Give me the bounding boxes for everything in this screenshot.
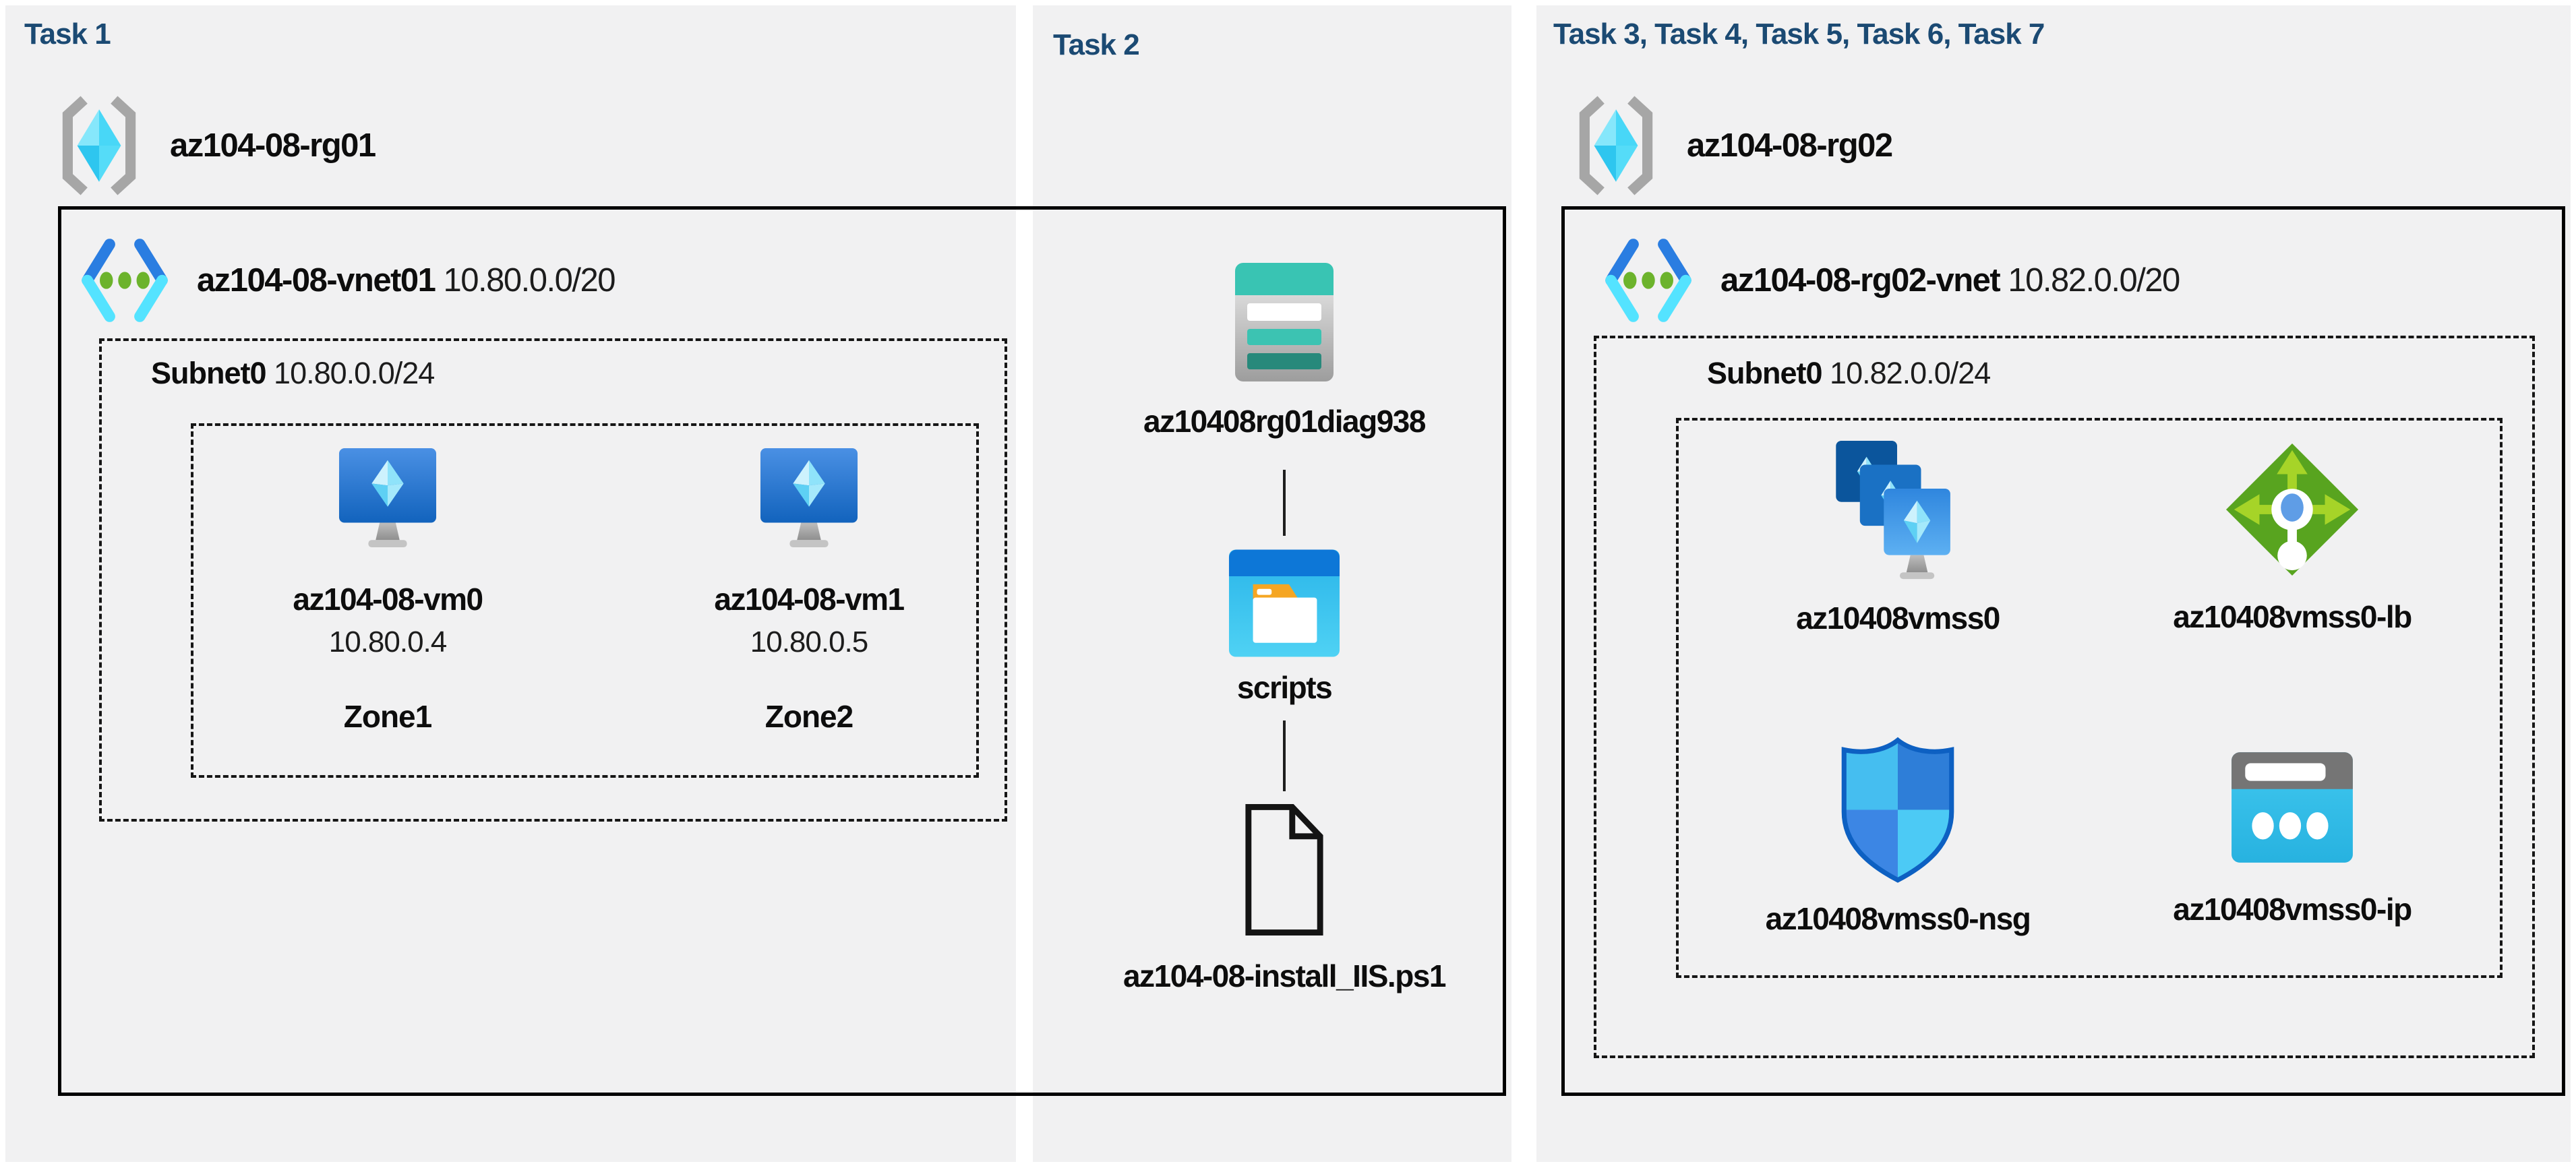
subnet-2-cidr: 10.82.0.0/24 [1830, 356, 1991, 390]
vmss-block: az10408vmss0 [1716, 439, 2080, 636]
virtual-network-icon [1605, 239, 1691, 322]
subnet-2-label: Subnet0 10.82.0.0/24 [1707, 356, 1991, 391]
subnet-1-cidr: 10.80.0.0/24 [274, 356, 435, 390]
resource-group-1: az104-08-rg01 [58, 93, 376, 198]
public-ip-block: az10408vmss0-ip [2103, 743, 2481, 927]
resource-group-icon [62, 96, 136, 195]
task1-title: Task 1 [24, 18, 111, 51]
network-security-group-icon [1841, 737, 1954, 883]
load-balancer-icon [2225, 443, 2359, 576]
container-name: scripts [1236, 670, 1333, 705]
load-balancer-block: az10408vmss0-lb [2103, 439, 2481, 635]
vnet-1-label: az104-08-vnet01 10.80.0.0/20 [197, 262, 616, 299]
panel-task1 [5, 5, 1016, 1162]
resource-group-2-label: az104-08-rg02 [1687, 127, 1893, 164]
vnet-1: az104-08-vnet01 10.80.0.0/20 [76, 235, 616, 326]
load-balancer-name: az10408vmss0-lb [2173, 599, 2412, 634]
nsg-block: az10408vmss0-nsg [1716, 736, 2080, 937]
connector-storage-scripts [1283, 470, 1286, 536]
nsg-name: az10408vmss0-nsg [1765, 901, 2031, 936]
vm0-name: az104-08-vm0 [293, 582, 483, 617]
blob-container-icon [1228, 549, 1340, 657]
vnet-2-label: az104-08-rg02-vnet 10.82.0.0/20 [1720, 262, 2180, 299]
storage-account-name: az10408rg01diag938 [1143, 404, 1426, 439]
vm0-zone: Zone1 [343, 699, 432, 734]
task2-column: az10408rg01diag938 scripts az104-08-inst… [1048, 262, 1520, 994]
resource-group-icon [1579, 96, 1653, 195]
vmss-name: az10408vmss0 [1796, 601, 2000, 636]
vnet-2: az104-08-rg02-vnet 10.82.0.0/20 [1599, 235, 2180, 326]
subnet-2-name: Subnet0 [1707, 356, 1823, 390]
vm1-block: az104-08-vm1 10.80.0.5 Zone2 [630, 446, 988, 735]
vmss-group-box [1676, 418, 2503, 978]
vnet-1-name: az104-08-vnet01 [197, 262, 436, 299]
panel-task3 [1536, 5, 2571, 1162]
resource-group-2: az104-08-rg02 [1575, 93, 1893, 198]
availability-box-1 [191, 423, 979, 778]
vm1-ip: 10.80.0.5 [750, 625, 868, 658]
script-file-name: az104-08-install_IIS.ps1 [1123, 958, 1446, 993]
connector-scripts-file [1283, 720, 1286, 791]
deployment-box-1 [58, 206, 1506, 1096]
vm1-zone: Zone2 [765, 699, 853, 734]
vnet-2-name: az104-08-rg02-vnet [1720, 262, 2001, 299]
vnet-1-cidr: 10.80.0.0/20 [443, 262, 616, 299]
deployment-box-2 [1561, 206, 2565, 1096]
vm1-name: az104-08-vm1 [714, 582, 905, 617]
task3-title: Task 3, Task 4, Task 5, Task 6, Task 7 [1553, 18, 2045, 51]
subnet-box-1 [99, 338, 1007, 822]
task2-title: Task 2 [1053, 28, 1140, 61]
vm0-block: az104-08-vm0 10.80.0.4 Zone1 [209, 446, 566, 735]
vm0-ip: 10.80.0.4 [328, 625, 447, 658]
subnet-1-name: Subnet0 [151, 356, 267, 390]
virtual-machine-icon [760, 448, 858, 548]
resource-group-1-label: az104-08-rg01 [170, 127, 376, 164]
virtual-network-icon [82, 239, 168, 322]
subnet-box-2 [1594, 336, 2535, 1058]
public-ip-name: az10408vmss0-ip [2173, 892, 2412, 927]
storage-account-icon [1235, 263, 1334, 381]
file-icon [1245, 804, 1323, 935]
public-ip-icon [2231, 752, 2353, 863]
vnet-2-cidr: 10.82.0.0/20 [2008, 262, 2180, 299]
subnet-1-label: Subnet0 10.80.0.0/24 [151, 356, 435, 391]
vm-scale-set-icon [1836, 440, 1950, 580]
virtual-machine-icon [338, 448, 437, 548]
